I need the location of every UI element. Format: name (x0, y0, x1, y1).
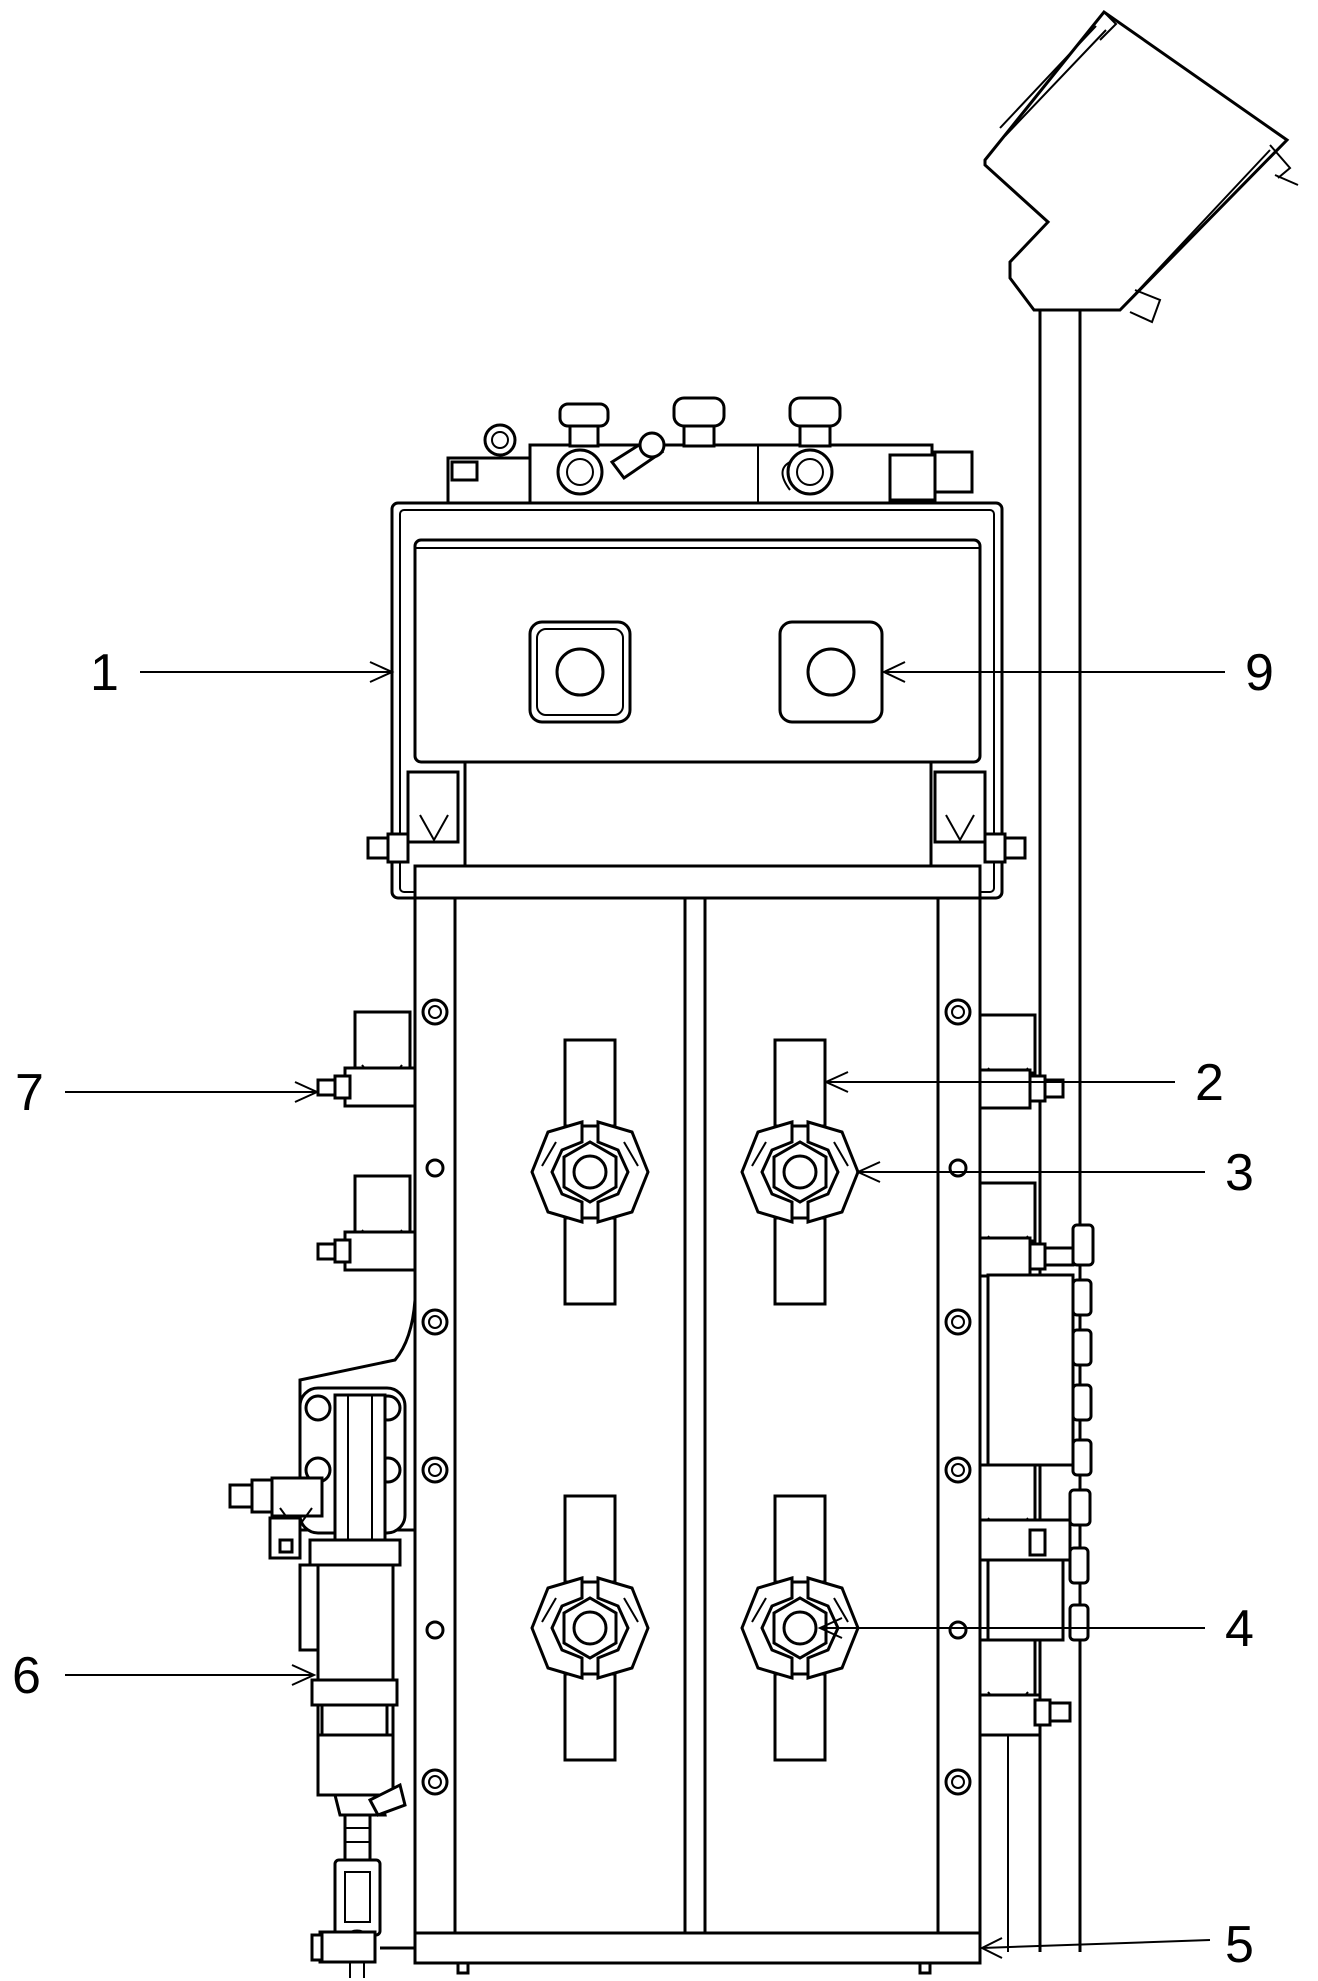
base-plate (380, 1931, 982, 1975)
label-5: 5 (1225, 1916, 1254, 1974)
top-valve-manifold (446, 396, 974, 505)
pad-top (773, 1494, 827, 1584)
clamp-jaw-right (596, 1575, 650, 1681)
arrow-5 (979, 1937, 1003, 1959)
pad-top (563, 1494, 617, 1584)
clamp-jaw-left (530, 1119, 584, 1225)
arrow-2 (823, 1071, 849, 1093)
leader-line-5 (981, 1939, 1211, 1949)
clamp-jaw-right (596, 1119, 650, 1225)
label-3: 3 (1225, 1144, 1254, 1202)
clamp-jaw-left (740, 1119, 794, 1225)
head-frame (366, 501, 1027, 900)
label-2: 2 (1195, 1054, 1224, 1112)
center-bore (782, 1154, 818, 1190)
clamp-assemblies (530, 1038, 860, 1762)
label-1: 1 (90, 644, 119, 702)
clamp-upper-right (740, 1038, 860, 1306)
right-side-valves (978, 1013, 1095, 1737)
arrow-3 (855, 1161, 881, 1183)
callouts: 1 9 7 2 3 4 6 5 (12, 644, 1274, 1974)
arrow-4 (817, 1617, 843, 1639)
head-window-left (528, 620, 632, 724)
pad-bottom (773, 1672, 827, 1762)
pad-top (563, 1038, 617, 1128)
center-bore (782, 1610, 818, 1646)
clamp-jaw-right (806, 1119, 860, 1225)
clamp-jaw-right (806, 1575, 860, 1681)
clamp-jaw-left (530, 1575, 584, 1681)
pad-bottom (563, 1672, 617, 1762)
clamp-jaw-left (740, 1575, 794, 1681)
head-window-right (778, 620, 884, 724)
clamp-upper-left (530, 1038, 650, 1306)
arrow-7 (294, 1081, 320, 1103)
label-9: 9 (1245, 644, 1274, 702)
pad-top (773, 1038, 827, 1128)
pad-bottom (773, 1216, 827, 1306)
center-bore (572, 1610, 608, 1646)
center-bore (572, 1154, 608, 1190)
clamp-lower-right (740, 1494, 860, 1762)
label-6: 6 (12, 1647, 41, 1705)
main-body (413, 896, 982, 1935)
clamp-lower-left (530, 1494, 650, 1762)
pole-mounted-sensor-box (983, 9, 1299, 324)
mounting-pole (1007, 310, 1082, 1952)
label-7: 7 (15, 1064, 44, 1122)
arrow-1 (369, 661, 395, 683)
left-cylinder-assembly (228, 1299, 417, 1978)
arrow-9 (881, 661, 906, 683)
left-side-valves (316, 1010, 417, 1272)
pad-bottom (563, 1216, 617, 1306)
label-4: 4 (1225, 1600, 1254, 1658)
arrow-6 (291, 1664, 317, 1686)
